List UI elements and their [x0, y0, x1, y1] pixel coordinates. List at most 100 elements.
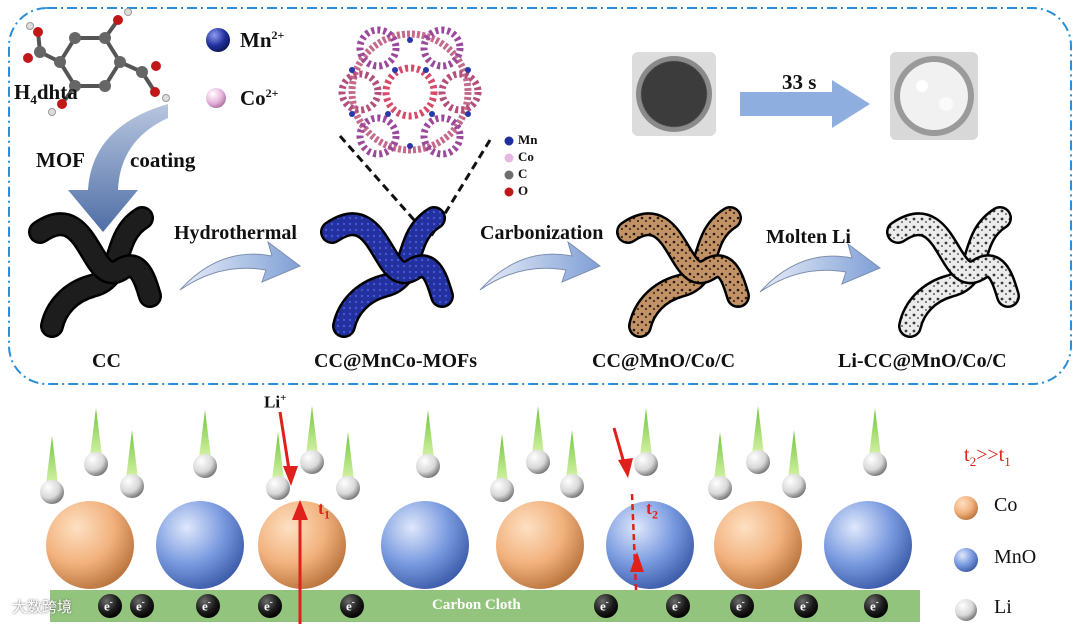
- electron-label-4: e-: [264, 597, 273, 614]
- li-dendrite-6: [306, 406, 318, 454]
- precursor-label: H4dhta: [14, 80, 78, 108]
- li-atom-7: [336, 476, 360, 500]
- t1-label: t1: [318, 498, 330, 522]
- mof-legend-co: Co: [518, 149, 534, 164]
- electron-1: [98, 594, 122, 618]
- li-dendrite-1: [46, 436, 58, 484]
- electron-label-2: e-: [136, 597, 145, 614]
- li-dendrite-10: [532, 406, 544, 454]
- mno-particle-8: [824, 501, 912, 589]
- zoom-line-left: [338, 135, 432, 239]
- electron-7: [666, 594, 690, 618]
- li-dendrite-2: [90, 408, 102, 456]
- li-dendrite-4: [199, 410, 211, 458]
- li-atom-15: [782, 474, 806, 498]
- li-dendrite-11: [566, 430, 578, 478]
- li-dendrite-13: [714, 432, 726, 480]
- electron-6: [594, 594, 618, 618]
- li-atom-12: [634, 452, 658, 476]
- time-arrow: [740, 80, 870, 128]
- h4dhta-atoms: [23, 8, 170, 116]
- mof-legend-dot-o: [504, 187, 514, 197]
- electron-label-6: e-: [600, 597, 609, 614]
- legend-mno-label: MnO: [994, 546, 1037, 568]
- stage-cc-mnco-mofs: CC@MnCo-MOFs: [314, 350, 478, 372]
- li-atom-16: [863, 452, 887, 476]
- li-dendrite-8: [422, 410, 434, 458]
- electron-label-8: e-: [736, 597, 745, 614]
- li-atom-13: [708, 476, 732, 500]
- li-dendrite-12: [640, 408, 652, 456]
- li-ion-label: Li+: [264, 392, 287, 412]
- fiber-lithiated: [886, 206, 1020, 338]
- photo-before: [632, 52, 716, 136]
- step-hydrothermal: Hydrothermal: [174, 222, 297, 244]
- step-carbonization: Carbonization: [480, 222, 604, 244]
- process-arrow-3: [759, 242, 881, 293]
- li-dendrite-14: [752, 406, 764, 454]
- mno-particle-6: [606, 501, 694, 589]
- mn-ion-sphere: [206, 28, 230, 52]
- electron-label-5: e-: [346, 597, 355, 614]
- li-atom-9: [490, 478, 514, 502]
- co-particle-1: [46, 501, 134, 589]
- electron-2: [130, 594, 154, 618]
- legend-co-sphere: [954, 496, 978, 520]
- li-atom-6: [300, 450, 324, 474]
- electron-3: [196, 594, 220, 618]
- mn-ion-label: Mn2+: [240, 28, 285, 52]
- co-particle-5: [496, 501, 584, 589]
- electron-row: [98, 594, 888, 618]
- mof-legend-o: O: [518, 183, 529, 198]
- legend-mno-sphere: [954, 548, 978, 572]
- electron-label-1: e-: [104, 597, 113, 614]
- electron-10: [864, 594, 888, 618]
- photo-after: [890, 52, 978, 140]
- process-arrow-2: [479, 240, 601, 291]
- co-ion-label: Co2+: [240, 86, 279, 110]
- legend-li-label: Li: [994, 596, 1012, 618]
- li-dendrite-15: [788, 430, 800, 478]
- fiber-mof: [320, 206, 454, 338]
- li-dendrite-5: [272, 432, 284, 480]
- legend-co-label: Co: [994, 494, 1018, 516]
- co-ion-sphere: [206, 88, 226, 108]
- particle-layer: [46, 501, 912, 589]
- step-molten-li: Molten Li: [766, 226, 851, 248]
- li-dendrite-3: [126, 430, 138, 478]
- carbon-cloth-label: Carbon Cloth: [432, 597, 521, 613]
- li-atom-14: [746, 450, 770, 474]
- li-atom-11: [560, 474, 584, 498]
- process-arrow-1: [179, 240, 301, 291]
- mof-nodes: [349, 37, 471, 149]
- electron-5: [340, 594, 364, 618]
- mof-legend-c: C: [518, 166, 528, 181]
- coating-label-mof: MOF: [36, 148, 85, 172]
- electron-8: [730, 594, 754, 618]
- co-particle-7: [714, 501, 802, 589]
- stage-cc-mno-co-c: CC@MnO/Co/C: [592, 350, 736, 372]
- electron-9: [794, 594, 818, 618]
- process-frame: [8, 7, 1072, 385]
- electron-4: [258, 594, 282, 618]
- watermark: 大数跨境: [12, 598, 73, 616]
- mof-legend-mn: Mn: [518, 132, 538, 147]
- li-atom-4: [193, 454, 217, 478]
- time-label: 33 s: [782, 70, 817, 94]
- time-relation: t2>>t1: [964, 444, 1011, 469]
- coating-label-coating: coating: [130, 148, 196, 172]
- electron-label-9: e-: [800, 597, 809, 614]
- li-atom-8: [416, 454, 440, 478]
- carbon-cloth-substrate: [50, 590, 920, 622]
- mof-legend-dot-mn: [504, 136, 514, 146]
- li-atom-2: [84, 452, 108, 476]
- co-particle-3: [258, 501, 346, 589]
- stage-cc: CC: [92, 350, 121, 372]
- li-atoms: [40, 406, 887, 504]
- li-path-t2: [612, 427, 644, 591]
- fiber-carbonized: [616, 206, 750, 338]
- li-dendrite-16: [869, 408, 881, 456]
- legend-li-sphere: [955, 599, 977, 621]
- electron-label-7: e-: [672, 597, 681, 614]
